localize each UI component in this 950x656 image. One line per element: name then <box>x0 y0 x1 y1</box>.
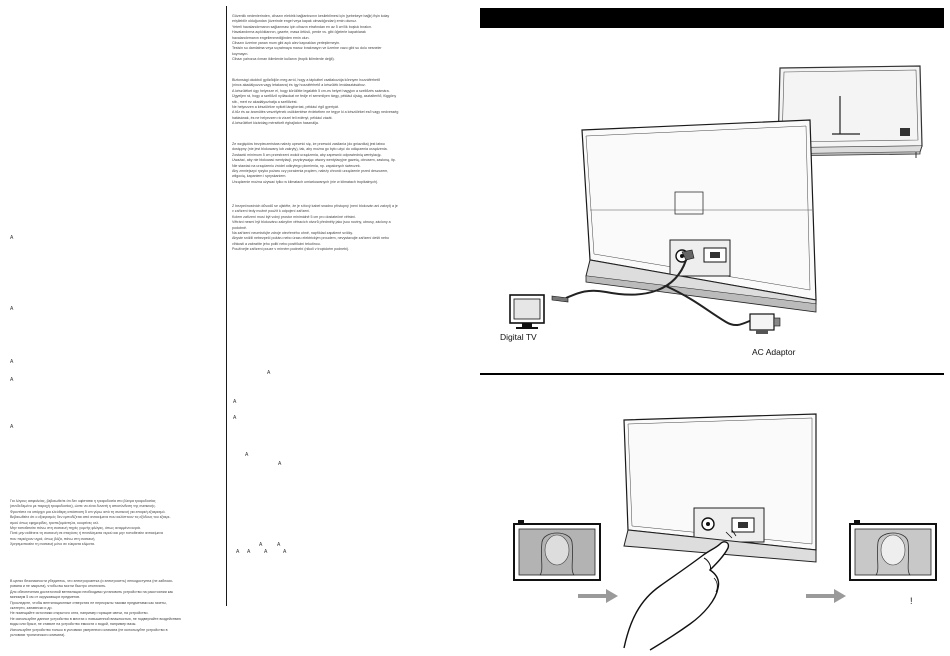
left-column: A A A A A Για λόγους ασφαλείας, βεβαιωθε… <box>0 0 222 656</box>
section-marker: A <box>264 549 268 555</box>
section-marker: A <box>259 542 263 548</box>
russian-safety-text: В целях безопасности убедитесь, что элек… <box>10 579 182 637</box>
section-divider <box>480 373 944 375</box>
section-marker: A <box>10 424 14 430</box>
section-marker: A <box>245 452 249 458</box>
czech-safety-text: Z bezpečnostních důvodů se ujistěte, že … <box>232 204 398 252</box>
cable-and-adaptor-icon <box>551 249 781 334</box>
section-marker: A <box>278 461 282 467</box>
polish-safety-text: Ze względów bezpieczeństwa należy upewni… <box>232 142 396 184</box>
tv-before-icon <box>513 520 601 581</box>
turkish-safety-text: Güvenlik nedenlerinden, cihazın elektrik… <box>232 14 390 62</box>
section-marker: A <box>277 542 281 548</box>
arrow-right-icon <box>578 589 618 603</box>
antenna-button-diagram <box>623 413 817 563</box>
hungarian-safety-text: Biztonsági okokból győződjön meg arról, … <box>232 78 399 126</box>
tv-after-icon <box>849 520 937 581</box>
section-marker: A <box>267 370 271 376</box>
hand-icon <box>623 529 737 651</box>
column-divider <box>226 6 227 606</box>
section-marker: A <box>10 235 14 241</box>
greek-safety-text: Για λόγους ασφαλείας, βεβαιωθείτε ότι δε… <box>10 499 171 547</box>
section-marker: A <box>236 549 240 555</box>
section-marker: A <box>10 306 14 312</box>
section-marker: A <box>283 549 287 555</box>
arrow-right-icon <box>806 589 846 603</box>
section-marker: A <box>10 377 14 383</box>
section-header-bar <box>480 8 944 28</box>
antenna-connection-diagram <box>581 119 817 313</box>
middle-column: Güvenlik nedenlerinden, cihazın elektrik… <box>222 0 480 656</box>
exclamation-mark: ! <box>910 596 913 606</box>
digital-tv-icon <box>509 294 545 329</box>
section-marker: A <box>233 415 237 421</box>
section-marker: A <box>233 399 237 405</box>
ac-adaptor-label: AC Adaptor <box>752 347 796 357</box>
section-marker: A <box>10 359 14 365</box>
digital-tv-label: Digital TV <box>500 332 537 342</box>
section-marker: A <box>247 549 251 555</box>
